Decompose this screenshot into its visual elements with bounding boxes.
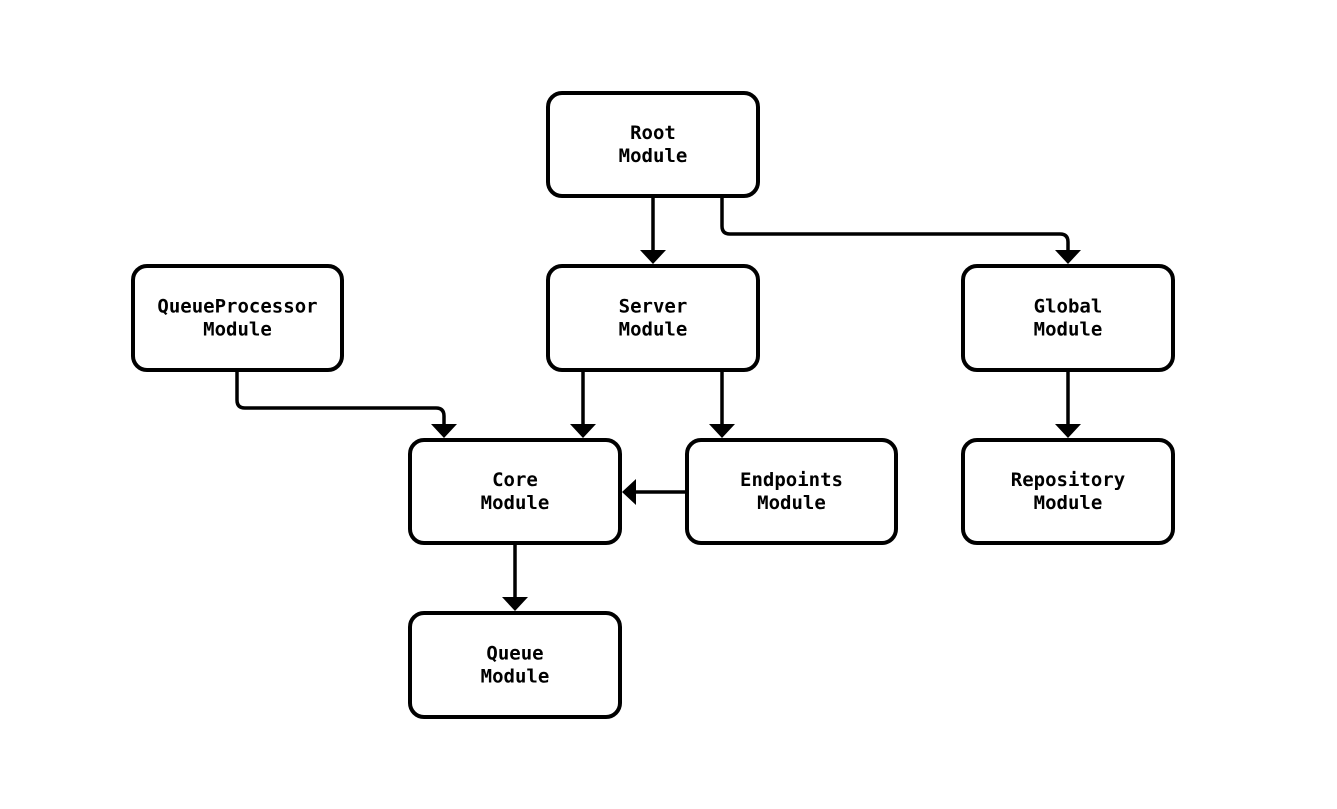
node-box[interactable] bbox=[408, 438, 622, 545]
node-label-line2: Module bbox=[619, 145, 688, 167]
arrowhead-icon bbox=[502, 597, 528, 611]
node-label-line1: Root bbox=[630, 122, 676, 144]
node-label-line2: Module bbox=[757, 492, 826, 514]
edge-endpoints-to-core bbox=[622, 479, 687, 505]
node-label-line1: Endpoints bbox=[740, 469, 843, 491]
node-box[interactable] bbox=[546, 91, 760, 198]
node-box[interactable] bbox=[685, 438, 898, 545]
arrowhead-icon bbox=[1055, 250, 1081, 264]
edge-global-to-repository bbox=[1055, 370, 1081, 438]
node-label-line2: Module bbox=[203, 319, 272, 341]
arrowhead-icon bbox=[1055, 424, 1081, 438]
edge-line bbox=[720, 196, 1070, 252]
edge-server-to-core bbox=[570, 370, 596, 438]
node-label-line1: Core bbox=[492, 469, 538, 491]
node-label-line1: Repository bbox=[1011, 469, 1125, 491]
node-label-line1: QueueProcessor bbox=[157, 296, 317, 318]
node-label-line2: Module bbox=[481, 492, 550, 514]
edge-root-to-server bbox=[640, 196, 666, 264]
node-label-line1: Global bbox=[1034, 296, 1103, 318]
edge-line bbox=[235, 370, 446, 426]
node-box[interactable] bbox=[408, 611, 622, 719]
node-box[interactable] bbox=[131, 264, 344, 372]
arrowhead-icon bbox=[622, 479, 636, 505]
node-label-line2: Module bbox=[481, 666, 550, 688]
edge-core-to-queue bbox=[502, 543, 528, 611]
edges-layer bbox=[235, 196, 1081, 611]
node-box[interactable] bbox=[961, 264, 1175, 372]
node-label-line2: Module bbox=[619, 319, 688, 341]
arrowhead-icon bbox=[640, 250, 666, 264]
edge-queueprocessor-to-core bbox=[235, 370, 457, 438]
node-label-line1: Server bbox=[619, 296, 688, 318]
nodes-layer: RootModuleQueueProcessorModuleServerModu… bbox=[131, 91, 1175, 719]
arrowhead-icon bbox=[709, 424, 735, 438]
node-box[interactable] bbox=[961, 438, 1175, 545]
node-label-line2: Module bbox=[1034, 492, 1103, 514]
arrowhead-icon bbox=[431, 424, 457, 438]
node-label-line1: Queue bbox=[486, 643, 543, 665]
node-box[interactable] bbox=[546, 264, 760, 372]
edge-root-to-global bbox=[720, 196, 1081, 264]
edge-server-to-endpoints bbox=[709, 370, 735, 438]
node-label-line2: Module bbox=[1034, 319, 1103, 341]
arrowhead-icon bbox=[570, 424, 596, 438]
